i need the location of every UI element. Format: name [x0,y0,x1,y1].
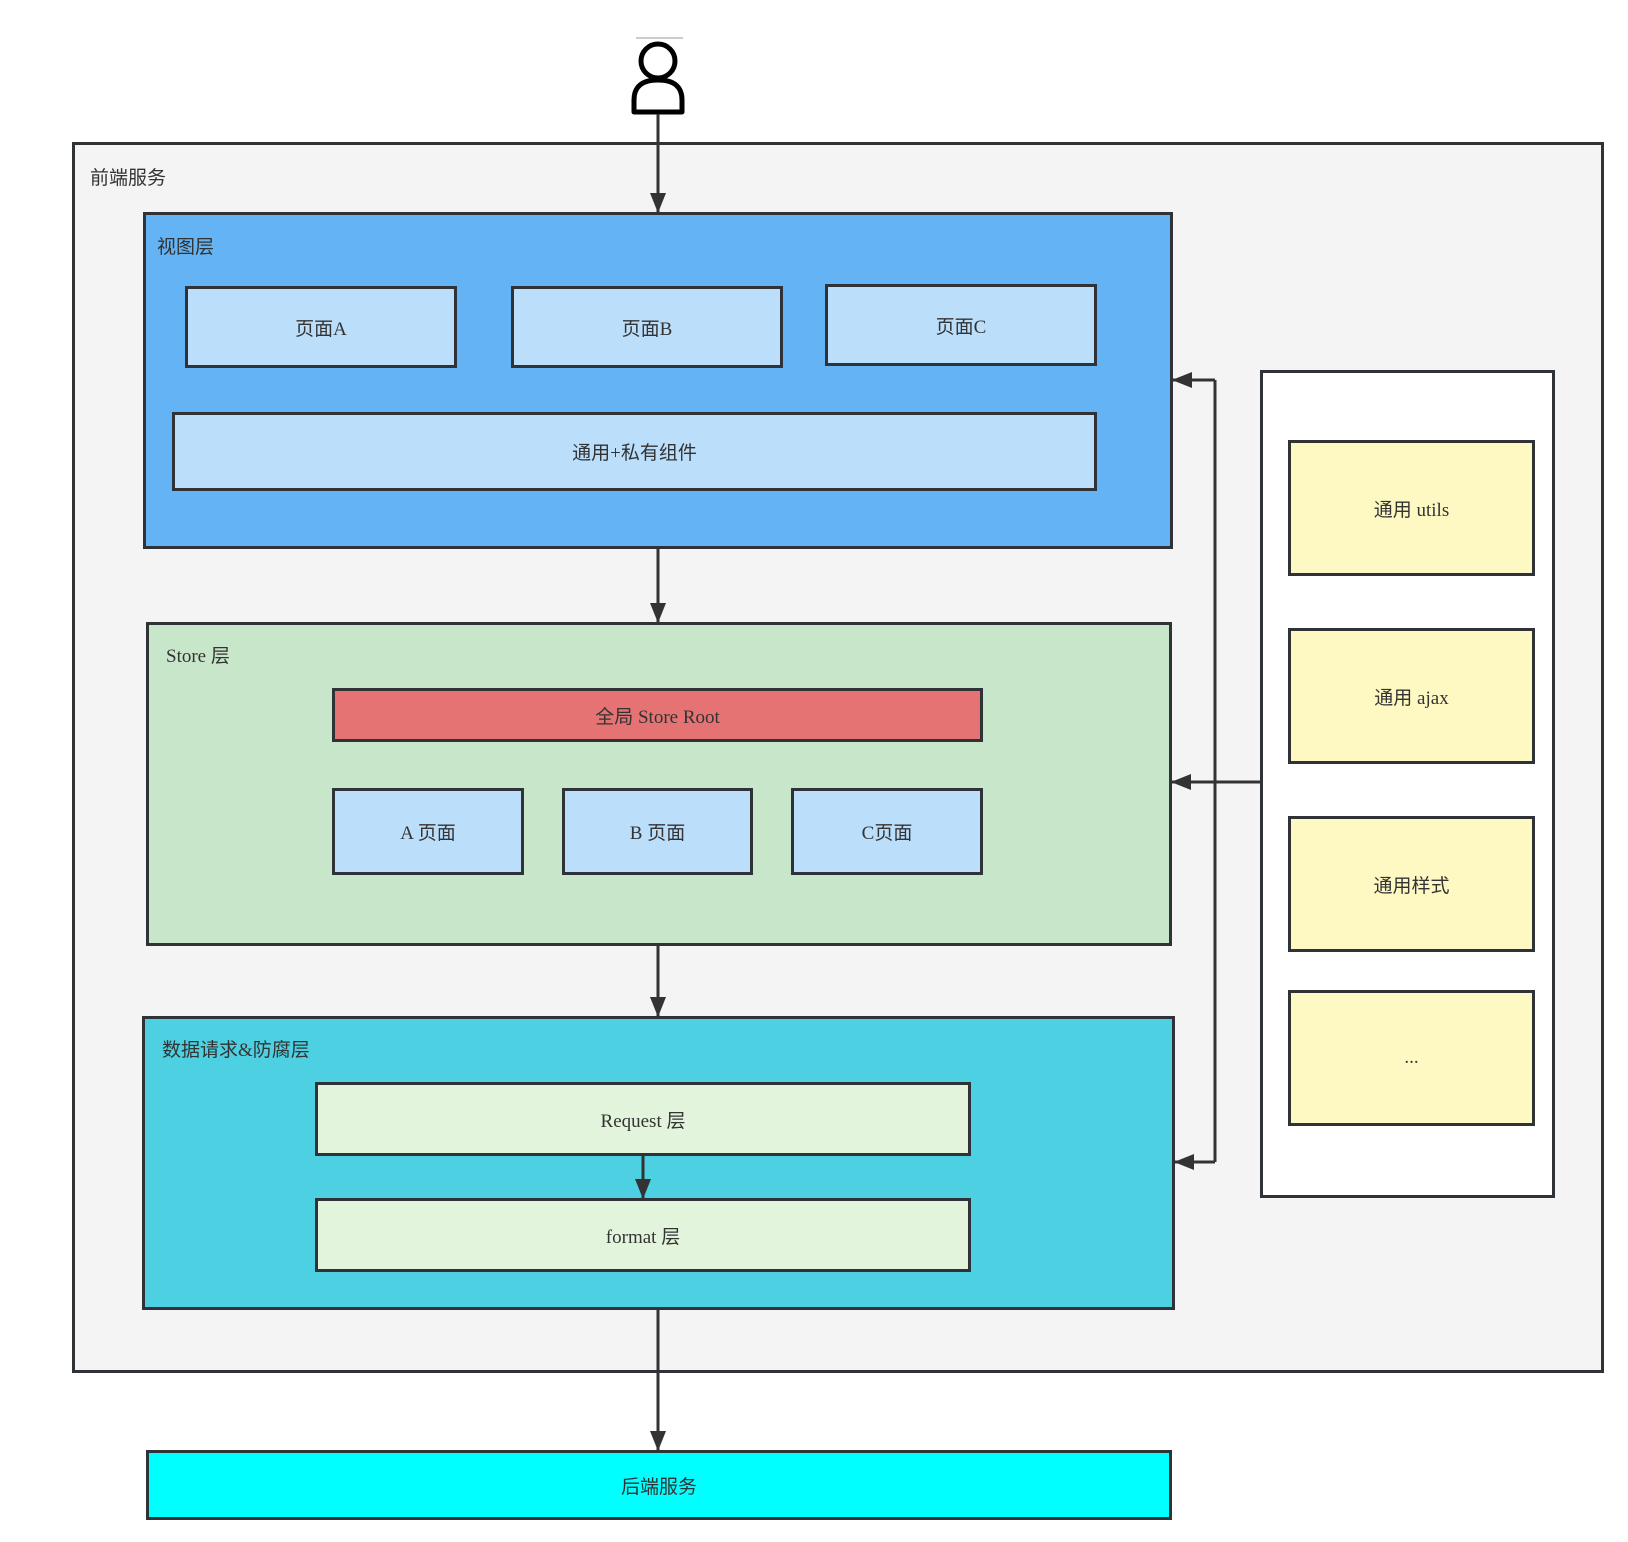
backend-service-box: 后端服务 [146,1450,1172,1520]
page-c-box: 页面C [825,284,1097,366]
store-layer [146,622,1172,946]
view-layer [143,212,1173,549]
page-a-box: 页面A [185,286,457,368]
user-icon [631,37,685,115]
request-layer-box: Request 层 [315,1082,971,1156]
page-b-box: 页面B [511,286,783,368]
format-layer-box: format 层 [315,1198,971,1272]
frontend-service-label: 前端服务 [90,168,167,189]
components-box: 通用+私有组件 [172,412,1097,491]
store-layer-label: Store 层 [166,646,230,667]
common-more-box: ... [1288,990,1535,1126]
store-root-box: 全局 Store Root [332,688,983,742]
store-page-b-box: B 页面 [562,788,753,875]
store-page-c-box: C页面 [791,788,983,875]
common-style-box: 通用样式 [1288,816,1535,952]
view-layer-label: 视图层 [157,237,215,258]
data-layer-label: 数据请求&防腐层 [162,1040,310,1061]
common-ajax-box: 通用 ajax [1288,628,1535,764]
store-page-a-box: A 页面 [332,788,524,875]
common-utils-box: 通用 utils [1288,440,1535,576]
